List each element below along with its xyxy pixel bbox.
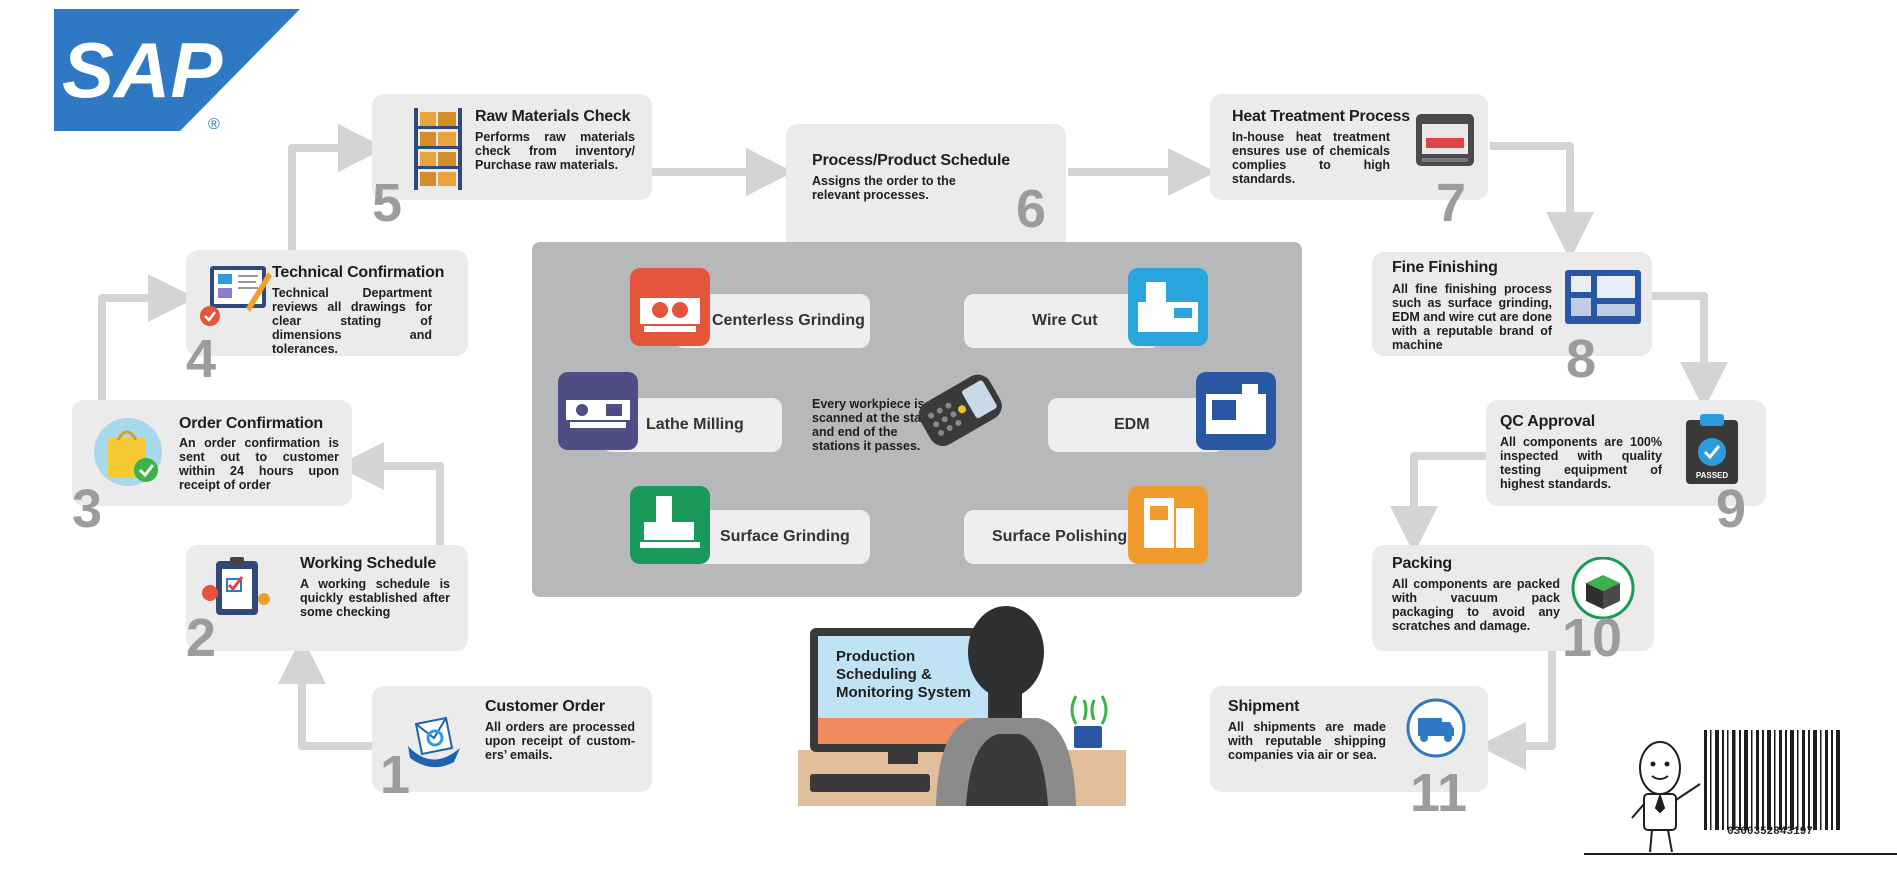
scanner-caption: Every workpiece is scanned at the start … [812,397,931,453]
barcode-scanner-icon [904,370,1014,471]
barcode-mascot-illustration: 0360352843197 [1584,700,1897,883]
step-number: 3 [72,479,103,539]
drawing-review-icon [198,262,274,333]
step-title: Fine Finishing [1392,259,1498,276]
passed-clipboard-icon: PASSED [1686,414,1738,489]
step-description: In-house heat treatment ensures use of c… [1232,130,1390,186]
step-description: An order confirmation is sent out to cus… [179,436,339,492]
surface-grinder-icon [630,486,710,564]
step-description: All orders are processed upon receipt of… [485,720,635,762]
step-number: 9 [1716,479,1747,539]
sap-logo-text: SAP [62,26,223,114]
step-title: Heat Treatment Process [1232,108,1410,125]
control-panel-icon [1565,270,1641,329]
step-title: QC Approval [1500,413,1595,430]
station-surface-polishing: Surface Polishing [964,510,1160,564]
arrow-9-10 [1390,452,1486,554]
edm-machine-icon [1196,372,1276,450]
step-packing: Packing All components are packed with v… [1372,545,1654,665]
station-label: Surface Polishing [992,528,1128,545]
step-number: 1 [380,745,411,805]
step-description: All shipments are made with reputable sh… [1228,720,1386,762]
step-customer-order: Customer Order All orders are processed … [372,686,652,802]
step-description: Assigns the order to the relevant proces… [812,174,956,202]
svg-text:PASSED: PASSED [1696,471,1729,480]
grinding-machine-icon [630,268,710,346]
step-title: Technical Confirmation [272,264,445,281]
step-title: Shipment [1228,698,1300,715]
arrow-2-3 [336,442,444,545]
step-number: 5 [372,173,403,233]
step-title: Order Confirmation [179,415,323,432]
step-raw-materials-check: Raw Materials Check Performs raw materia… [372,94,652,230]
station-wire-cut: Wire Cut [964,294,1160,348]
arrow-10-11 [1478,650,1556,770]
box-icon [1570,556,1636,624]
arrow-7-8 [1490,142,1594,260]
step-number: 11 [1410,763,1468,823]
clipboard-icon [200,555,274,626]
step-title: Customer Order [485,698,605,715]
furnace-icon [1416,114,1474,171]
step-description: Technical Department reviews all drawing… [272,286,432,356]
wire-cut-machine-icon [1128,268,1208,346]
shelf-icon [412,108,464,195]
arrow-1-2 [278,636,372,750]
monitor-screen-text: Production Scheduling & Monitoring Syste… [836,648,972,701]
step-title: Packing [1392,555,1452,572]
lathe-icon [558,372,638,450]
step-description: All fine finishing process such as surfa… [1392,282,1552,352]
station-label: Surface Grinding [720,528,850,545]
step-title: Working Schedule [300,555,437,572]
production-stations-panel: Centerless Grinding Wire Cut Lathe Milli… [532,242,1302,597]
step-number: 10 [1562,608,1623,668]
polishing-machine-icon [1128,486,1208,564]
step-number: 8 [1566,329,1597,389]
step-working-schedule: Working Schedule A working schedule is q… [186,545,468,665]
operator-workstation: Production Scheduling & Monitoring Syste… [798,606,1126,806]
station-label: EDM [1114,416,1150,433]
arrow-3-4 [98,274,196,400]
svg-text:®: ® [208,116,220,133]
email-icon [402,708,464,775]
barcode [1704,730,1840,830]
arrow-8-9 [1652,292,1728,410]
step-number: 2 [186,608,217,668]
shopping-bag-icon [94,418,168,493]
step-description: All components are 100% inspected with q… [1500,435,1662,491]
truck-icon [1406,698,1466,763]
step-process-product-schedule: Process/Product Schedule Assigns the ord… [786,124,1066,258]
step-heat-treatment-process: Heat Treatment Process In-house heat tre… [1210,94,1488,230]
arrow-4-5 [288,124,386,250]
svg-text:0360352843197: 0360352843197 [1727,826,1813,838]
sap-logo: SAP ® [54,9,304,140]
step-fine-finishing: Fine Finishing All fine finishing proces… [1372,252,1652,386]
step-title: Raw Materials Check [475,108,631,125]
station-edm: EDM [1048,398,1224,452]
step-description: Performs raw materials check from invent… [475,130,635,172]
station-label: Lathe Milling [646,416,744,433]
step-number: 6 [1016,179,1047,239]
step-description: All components are packed with vacuum pa… [1392,577,1560,633]
step-number: 7 [1436,173,1467,233]
station-label: Wire Cut [1032,312,1098,329]
step-order-confirmation: Order Confirmation An order confirmation… [72,400,352,536]
mascot-figure [1631,741,1701,853]
station-label: Centerless Grinding [712,312,865,329]
step-qc-approval: QC Approval All components are 100% insp… [1486,400,1766,536]
step-number: 4 [186,329,217,389]
step-description: A working schedule is quickly establishe… [300,577,450,619]
step-shipment: Shipment All shipments are made with rep… [1210,686,1488,820]
step-title: Process/Product Schedule [812,152,1010,169]
step-technical-confirmation: Technical Confirmation Technical Departm… [186,250,468,386]
